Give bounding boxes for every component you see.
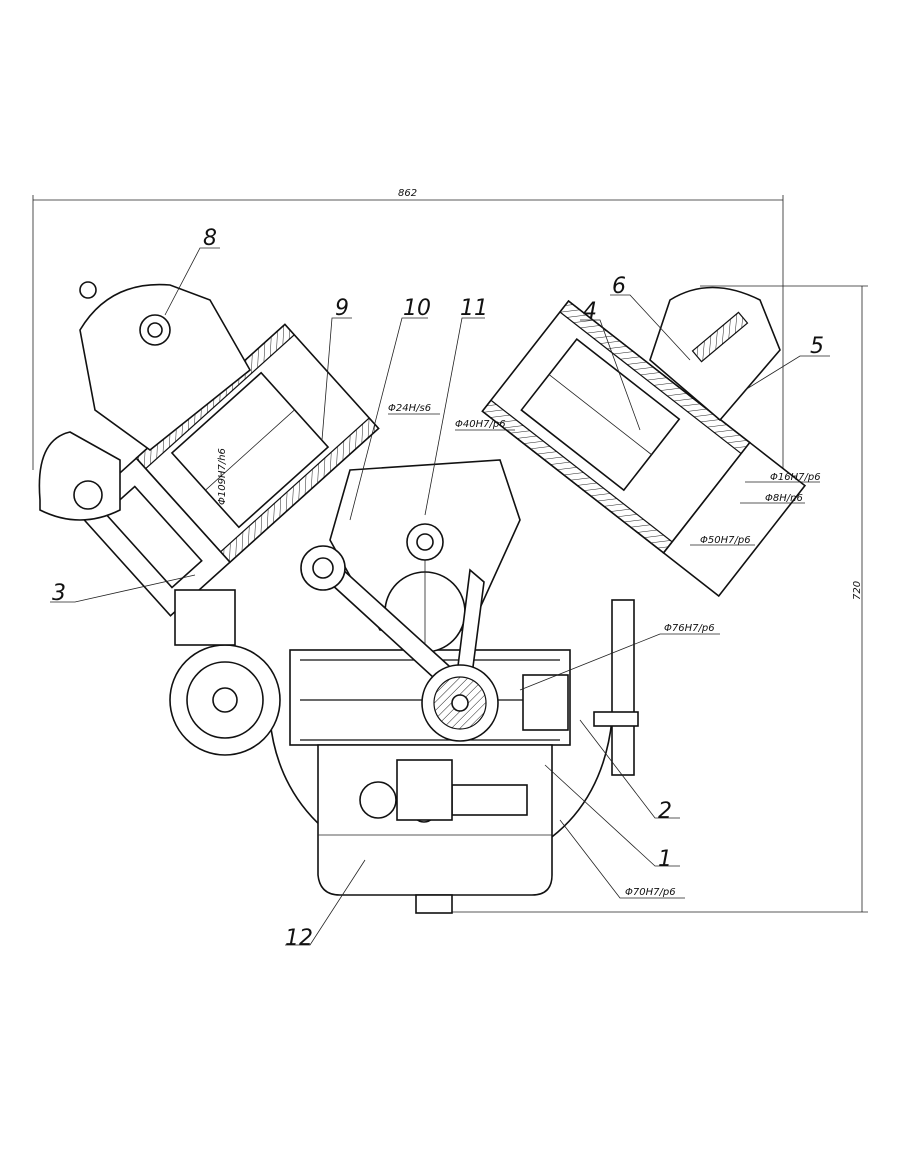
fit-16: Φ16H7/p6 xyxy=(770,472,821,483)
callout-leaders xyxy=(50,247,830,946)
overall-height-dimension: 720 xyxy=(440,285,868,913)
callout-2: 2 xyxy=(658,799,672,824)
callout-6: 6 xyxy=(612,274,626,299)
callout-10: 10 xyxy=(403,296,431,321)
fit-24: Φ24H/s6 xyxy=(388,403,431,414)
callout-4: 4 xyxy=(583,299,597,324)
engine-body xyxy=(38,281,807,914)
callout-12: 12 xyxy=(285,926,313,951)
overall-height-label: 720 xyxy=(852,581,863,600)
callout-3: 3 xyxy=(52,581,66,606)
callout-9: 9 xyxy=(335,296,349,321)
callout-numbers: 1 2 3 4 5 6 8 9 10 11 12 xyxy=(52,226,824,951)
callout-8: 8 xyxy=(203,226,217,251)
fit-109: Φ109H7/h6 xyxy=(217,448,228,505)
callout-1: 1 xyxy=(658,847,672,872)
fit-70: Φ70H7/p6 xyxy=(625,887,676,898)
fit-40: Φ40H7/p6 xyxy=(455,419,506,430)
fit-50: Φ50H7/p6 xyxy=(700,535,751,546)
overall-width-label: 862 xyxy=(398,188,417,199)
callout-11: 11 xyxy=(460,296,488,321)
fit-annotations: Φ109H7/h6 Φ24H/s6 Φ40H7/p6 Φ16H7/p6 Φ8H/… xyxy=(217,403,821,899)
fit-76: Φ76H7/p6 xyxy=(664,623,715,634)
overall-width-dimension: 862 xyxy=(32,188,784,470)
callout-5: 5 xyxy=(810,334,824,359)
fit-8: Φ8H/n6 xyxy=(765,493,803,504)
